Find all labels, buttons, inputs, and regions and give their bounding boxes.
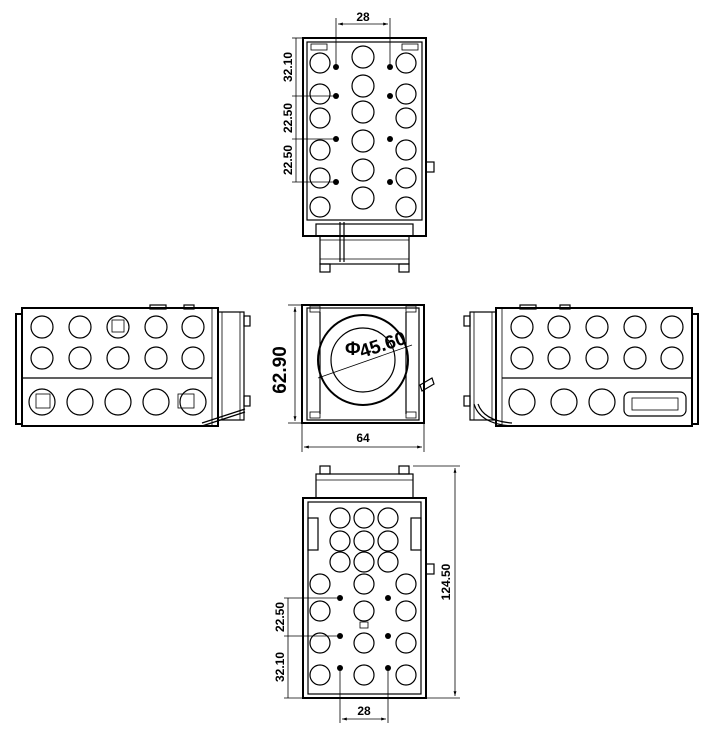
dim-top-v2: 22.50 (281, 103, 295, 133)
dim-bottom-v2: 32.10 (273, 652, 287, 682)
dim-top-width: 28 (356, 10, 370, 24)
dim-front-width: 64 (356, 431, 370, 445)
front-view: Φ 45.60 62.90 64 (270, 304, 435, 452)
lens-ring (317, 314, 409, 406)
right-side-view (463, 304, 699, 427)
bottom-hole-grid (309, 507, 417, 686)
left-hole-grid (28, 315, 207, 416)
dim-top-v1: 32.10 (281, 52, 295, 82)
dim-bottom-width: 28 (357, 704, 371, 718)
dim-front-diameter: 45.60 (357, 328, 409, 363)
dim-top-v3: 22.50 (281, 145, 295, 175)
top-hole-grid (309, 45, 417, 218)
top-view: 28 32.10 22.50 22.50 (281, 10, 435, 273)
dim-front-height: 62.90 (270, 346, 291, 394)
left-side-view (15, 304, 251, 427)
dim-bottom-v1: 22.50 (273, 602, 287, 632)
top-screw-holes (333, 64, 393, 185)
right-hole-grid (508, 315, 684, 416)
dim-bottom-length: 124.50 (439, 563, 453, 600)
bottom-view: 124.50 22.50 32.10 28 (273, 465, 460, 723)
dim-front-diameter-symbol: Φ (345, 339, 361, 360)
